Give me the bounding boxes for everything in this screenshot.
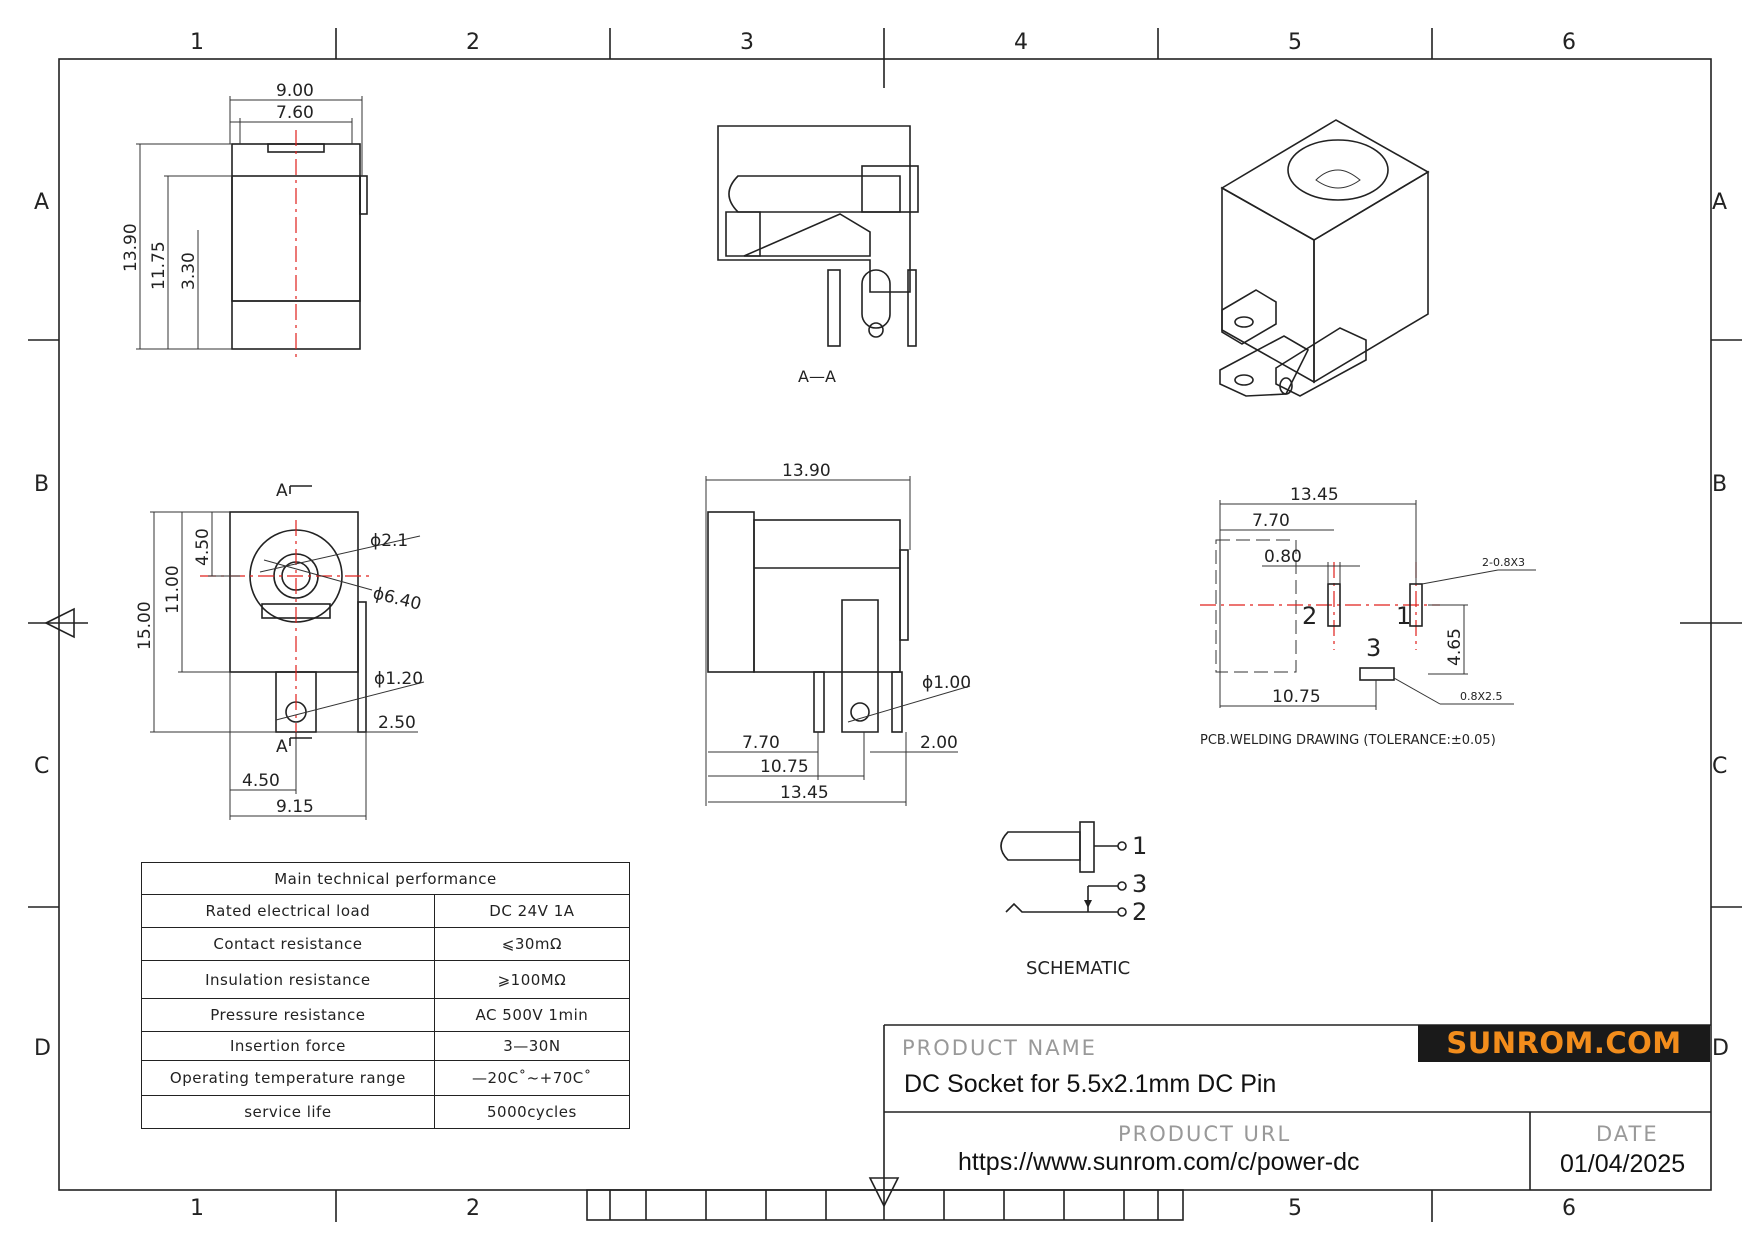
schematic-pin-1: 1 bbox=[1132, 832, 1147, 860]
dim-side-dia-100: ϕ1.00 bbox=[922, 673, 971, 693]
grid-col-2: 2 bbox=[466, 30, 480, 55]
dim-side-1390: 13.90 bbox=[782, 461, 831, 481]
grid-row-a-right: A bbox=[1712, 190, 1728, 215]
perf-value: ⩽30mΩ bbox=[433, 927, 631, 961]
performance-table-title: Main technical performance bbox=[141, 862, 630, 895]
section-mark-bottom: A bbox=[276, 737, 288, 757]
pcb-drawing bbox=[1200, 500, 1536, 710]
grid-col-1-bottom: 1 bbox=[190, 1196, 204, 1221]
perf-value: 3—30N bbox=[433, 1031, 631, 1061]
section-mark-top: A bbox=[276, 481, 288, 501]
dim-side-1345: 13.45 bbox=[780, 783, 829, 803]
dim-side-1075: 10.75 bbox=[760, 757, 809, 777]
pcb-pin-1: 1 bbox=[1396, 602, 1411, 630]
grid-row-d-right: D bbox=[1712, 1036, 1729, 1061]
grid-col-6-bottom: 6 bbox=[1562, 1196, 1576, 1221]
dim-side-200: 2.00 bbox=[920, 733, 958, 753]
grid-row-b-right: B bbox=[1712, 472, 1728, 497]
pcb-pin-2: 2 bbox=[1302, 602, 1317, 630]
dim-top-250: 2.50 bbox=[378, 713, 416, 733]
grid-row-b-left: B bbox=[34, 472, 50, 497]
dim-pcb-1075: 10.75 bbox=[1272, 687, 1321, 707]
dim-top-450-bottom: 4.50 bbox=[242, 771, 280, 791]
perf-label: Operating temperature range bbox=[141, 1060, 435, 1096]
dim-pcb-080: 0.80 bbox=[1264, 547, 1302, 567]
grid-col-5: 5 bbox=[1288, 30, 1302, 55]
dim-side-770: 7.70 bbox=[742, 733, 780, 753]
grid-col-5-bottom: 5 bbox=[1288, 1196, 1302, 1221]
grid-col-3: 3 bbox=[740, 30, 754, 55]
perf-value: 5000cycles bbox=[433, 1095, 631, 1129]
grid-col-2-bottom: 2 bbox=[466, 1196, 480, 1221]
dim-top-height-1500: 15.00 bbox=[135, 601, 155, 650]
dim-top-dia-21: ϕ2.1 bbox=[370, 531, 408, 551]
dim-top-dia-120: ϕ1.20 bbox=[374, 669, 423, 689]
pcb-note-pads: 2-0.8X3 bbox=[1482, 556, 1525, 569]
grid-row-a-left: A bbox=[34, 190, 50, 215]
dim-front-height-1390: 13.90 bbox=[121, 223, 141, 272]
grid-row-c-left: C bbox=[34, 754, 50, 779]
perf-label: service life bbox=[141, 1095, 435, 1129]
dim-top-height-450: 4.50 bbox=[193, 528, 213, 566]
frame-ticks bbox=[28, 28, 1742, 1222]
grid-row-c-right: C bbox=[1712, 754, 1728, 779]
dim-front-height-1175: 11.75 bbox=[149, 241, 169, 290]
dim-top-height-1100: 11.00 bbox=[163, 565, 183, 614]
dim-top-915: 9.15 bbox=[276, 797, 314, 817]
isometric-view bbox=[1219, 119, 1430, 397]
perf-value: ⩾100MΩ bbox=[433, 960, 631, 999]
section-label: A—A bbox=[798, 367, 836, 386]
perf-value: AC 500V 1min bbox=[433, 998, 631, 1032]
dim-top-dia-640: ϕ6.40 bbox=[371, 583, 423, 614]
perf-label: Rated electrical load bbox=[141, 894, 435, 928]
perf-label: Pressure resistance bbox=[141, 998, 435, 1032]
date-label: DATE bbox=[1596, 1122, 1659, 1146]
perf-value: DC 24V 1A bbox=[433, 894, 631, 928]
grid-col-1: 1 bbox=[190, 30, 204, 55]
product-name: DC Socket for 5.5x2.1mm DC Pin bbox=[904, 1070, 1277, 1098]
dim-pcb-465: 4.65 bbox=[1445, 628, 1465, 666]
grid-col-4: 4 bbox=[1014, 30, 1028, 55]
schematic-caption: SCHEMATIC bbox=[1026, 958, 1130, 979]
sunrom-logo: SUNROM.COM bbox=[1418, 1025, 1710, 1062]
perf-label: Contact resistance bbox=[141, 927, 435, 961]
schematic-pin-2: 2 bbox=[1132, 898, 1147, 926]
product-name-label: PRODUCT NAME bbox=[902, 1036, 1097, 1060]
perf-label: Insertion force bbox=[141, 1031, 435, 1061]
dim-front-height-330: 3.30 bbox=[179, 252, 199, 290]
perf-label: Insulation resistance bbox=[141, 960, 435, 999]
performance-table: Main technical performance Rated electri… bbox=[141, 862, 631, 1129]
schematic bbox=[1000, 821, 1127, 917]
dim-pcb-1345: 13.45 bbox=[1290, 485, 1339, 505]
date-value: 01/04/2025 bbox=[1560, 1150, 1686, 1178]
side-view bbox=[705, 476, 971, 806]
schematic-pin-3: 3 bbox=[1132, 870, 1147, 898]
dim-front-width-760: 7.60 bbox=[276, 103, 314, 123]
dim-front-width-900: 9.00 bbox=[276, 81, 314, 101]
grid-row-d-left: D bbox=[34, 1036, 51, 1061]
top-view bbox=[150, 485, 425, 820]
perf-value: —20C˚~+70C˚ bbox=[433, 1060, 631, 1096]
pcb-note-pad3: 0.8X2.5 bbox=[1460, 690, 1503, 703]
pcb-caption: PCB.WELDING DRAWING (TOLERANCE:±0.05) bbox=[1200, 733, 1496, 748]
section-view bbox=[717, 125, 919, 347]
product-url: https://www.sunrom.com/c/power-dc bbox=[958, 1148, 1360, 1176]
front-view bbox=[136, 96, 368, 360]
grid-col-6: 6 bbox=[1562, 30, 1576, 55]
dim-pcb-770: 7.70 bbox=[1252, 511, 1290, 531]
product-url-label: PRODUCT URL bbox=[1118, 1122, 1292, 1146]
pcb-pin-3: 3 bbox=[1366, 634, 1381, 662]
